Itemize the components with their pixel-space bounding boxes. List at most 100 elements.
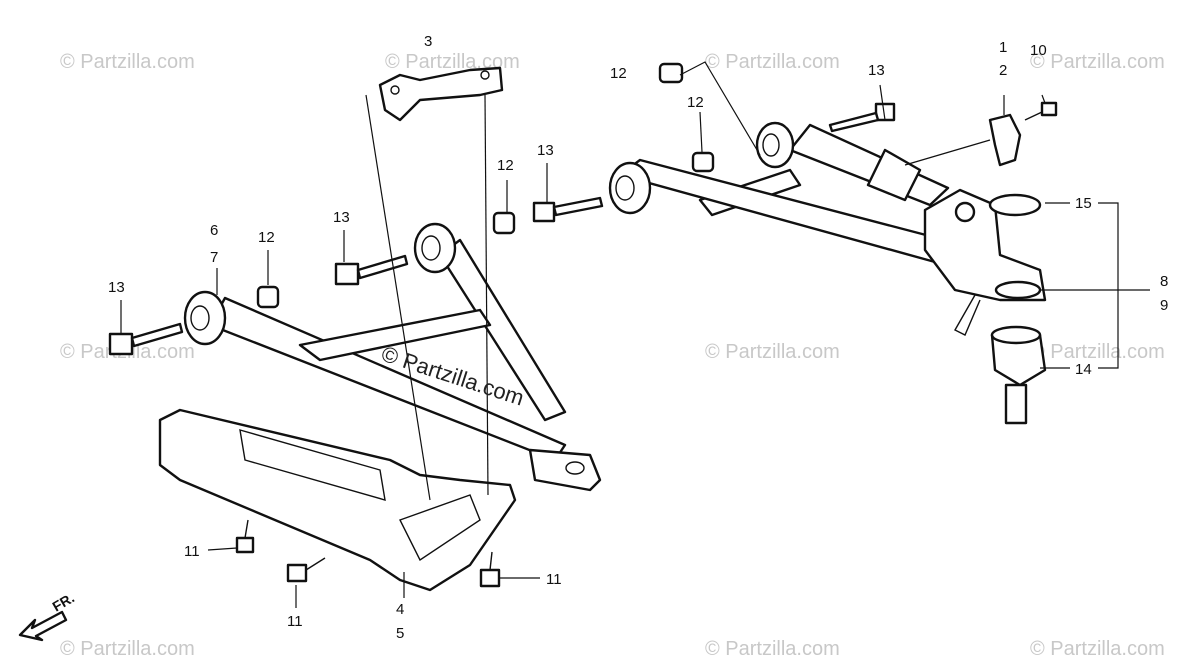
callout-labels: 1 2 3 4 5 6 7 8 9 10 11 11 11 12 12 12 1… <box>108 33 1168 642</box>
bushing-rear <box>755 121 795 169</box>
callout-14: 14 <box>1075 361 1092 378</box>
callout-11: 11 <box>546 571 562 588</box>
lower-arm-eye-hole <box>565 461 585 475</box>
nut-part-12 <box>256 285 280 309</box>
bolt-head <box>1040 101 1058 117</box>
bushing-lower-front-bore <box>190 305 210 331</box>
ring-part-8-9 <box>994 280 1042 300</box>
watermark-group: © Partzilla.com © Partzilla.com © Partzi… <box>60 51 1165 659</box>
callout-13: 13 <box>108 279 125 296</box>
callout-7: 7 <box>210 249 218 266</box>
upper-arm-rear-tube <box>788 123 950 207</box>
bolt-head <box>334 262 360 286</box>
leader-line <box>904 139 991 166</box>
callout-11: 11 <box>184 543 200 560</box>
bracket-hole <box>390 85 400 95</box>
bolt-shank <box>130 322 184 348</box>
watermark: © Partzilla.com <box>385 51 520 73</box>
leader-line <box>365 94 431 501</box>
leader-line <box>1041 94 1046 104</box>
bolt-shank <box>356 254 409 280</box>
callout-8: 8 <box>1160 273 1168 290</box>
leader-lines <box>120 61 1150 608</box>
lower-arm-guard <box>298 308 492 362</box>
watermark: © Partzilla.com <box>1030 638 1165 659</box>
callout-3: 3 <box>424 33 432 50</box>
watermark: © Partzilla.com <box>60 638 195 659</box>
bolt-part-13 <box>828 102 896 133</box>
bushing-lower-rear <box>413 222 457 274</box>
bushing-lower-front <box>183 290 227 346</box>
bolt-part-11 <box>479 551 501 588</box>
bracket-hole <box>480 70 490 80</box>
leader-line <box>484 94 489 496</box>
lower-arm-left <box>183 222 602 492</box>
knuckle-hole <box>954 201 976 223</box>
clip-part-1-2 <box>988 113 1022 167</box>
watermark: © Partzilla.com <box>705 341 840 363</box>
nut-part-12 <box>691 151 715 173</box>
bolt-head <box>532 201 556 223</box>
bolt-head <box>286 563 308 583</box>
bolt-head <box>479 568 501 588</box>
bolt-head <box>108 332 134 356</box>
leader-line <box>699 111 703 153</box>
callout-13: 13 <box>868 62 885 79</box>
front-arrow-icon <box>18 610 68 642</box>
front-direction-indicator: FR. <box>18 589 78 642</box>
leader-line <box>679 61 761 156</box>
callout-10: 10 <box>1030 42 1047 59</box>
leader-line <box>207 547 238 551</box>
cotter-pin <box>954 294 981 336</box>
callout-12: 12 <box>687 94 704 111</box>
bolt-part-11 <box>235 519 255 554</box>
skid-plate-outline <box>158 408 517 592</box>
callout-15: 15 <box>1075 195 1092 212</box>
bolt-shank <box>305 557 326 571</box>
ball-joint-top <box>990 325 1042 345</box>
watermark: © Partzilla.com <box>60 51 195 73</box>
bolt-shank <box>489 551 493 571</box>
watermark: © Partzilla.com <box>1030 51 1165 73</box>
bolt-part-11 <box>286 557 326 583</box>
callout-6: 6 <box>210 222 218 239</box>
callout-12: 12 <box>258 229 275 246</box>
bolt-shank <box>552 196 604 217</box>
upper-arm-right <box>608 121 1047 336</box>
bushing-front <box>608 161 652 215</box>
bolt-part-13 <box>108 322 184 356</box>
lower-arm-eye <box>528 448 602 492</box>
skid-plate-part-4-5 <box>158 408 517 592</box>
front-label: FR. <box>50 589 78 614</box>
callout-1: 1 <box>999 39 1007 56</box>
callout-4: 4 <box>396 601 404 618</box>
callout-12: 12 <box>610 65 627 82</box>
ring-part-15 <box>988 193 1042 217</box>
watermark: © Partzilla.com <box>1030 341 1165 363</box>
bushing-rear-bore <box>762 133 780 157</box>
bolt-head <box>235 536 255 554</box>
bracket-part-3 <box>378 66 504 122</box>
ball-joint-part-14 <box>990 325 1047 425</box>
bolt-part-13 <box>334 254 409 286</box>
callout-11: 11 <box>287 613 303 630</box>
callout-2: 2 <box>999 62 1007 79</box>
bushing-lower-rear-bore <box>421 235 441 261</box>
bushing-front-bore <box>615 175 635 201</box>
leader-line <box>879 84 886 121</box>
bolt-shank <box>1024 111 1043 121</box>
nut-part-12 <box>492 211 516 235</box>
callout-12: 12 <box>497 157 514 174</box>
callout-9: 9 <box>1160 297 1168 314</box>
bolt-shank <box>828 111 880 133</box>
leader-line <box>1098 202 1119 369</box>
bracket-outline <box>378 66 504 122</box>
callout-13: 13 <box>537 142 554 159</box>
bolt-part-10 <box>1024 101 1058 121</box>
skid-plate-rib <box>399 494 481 562</box>
upper-arm-knuckle <box>923 188 1047 302</box>
bolt-part-13 <box>532 196 604 223</box>
callout-5: 5 <box>396 625 404 642</box>
bolt-shank <box>244 519 249 539</box>
